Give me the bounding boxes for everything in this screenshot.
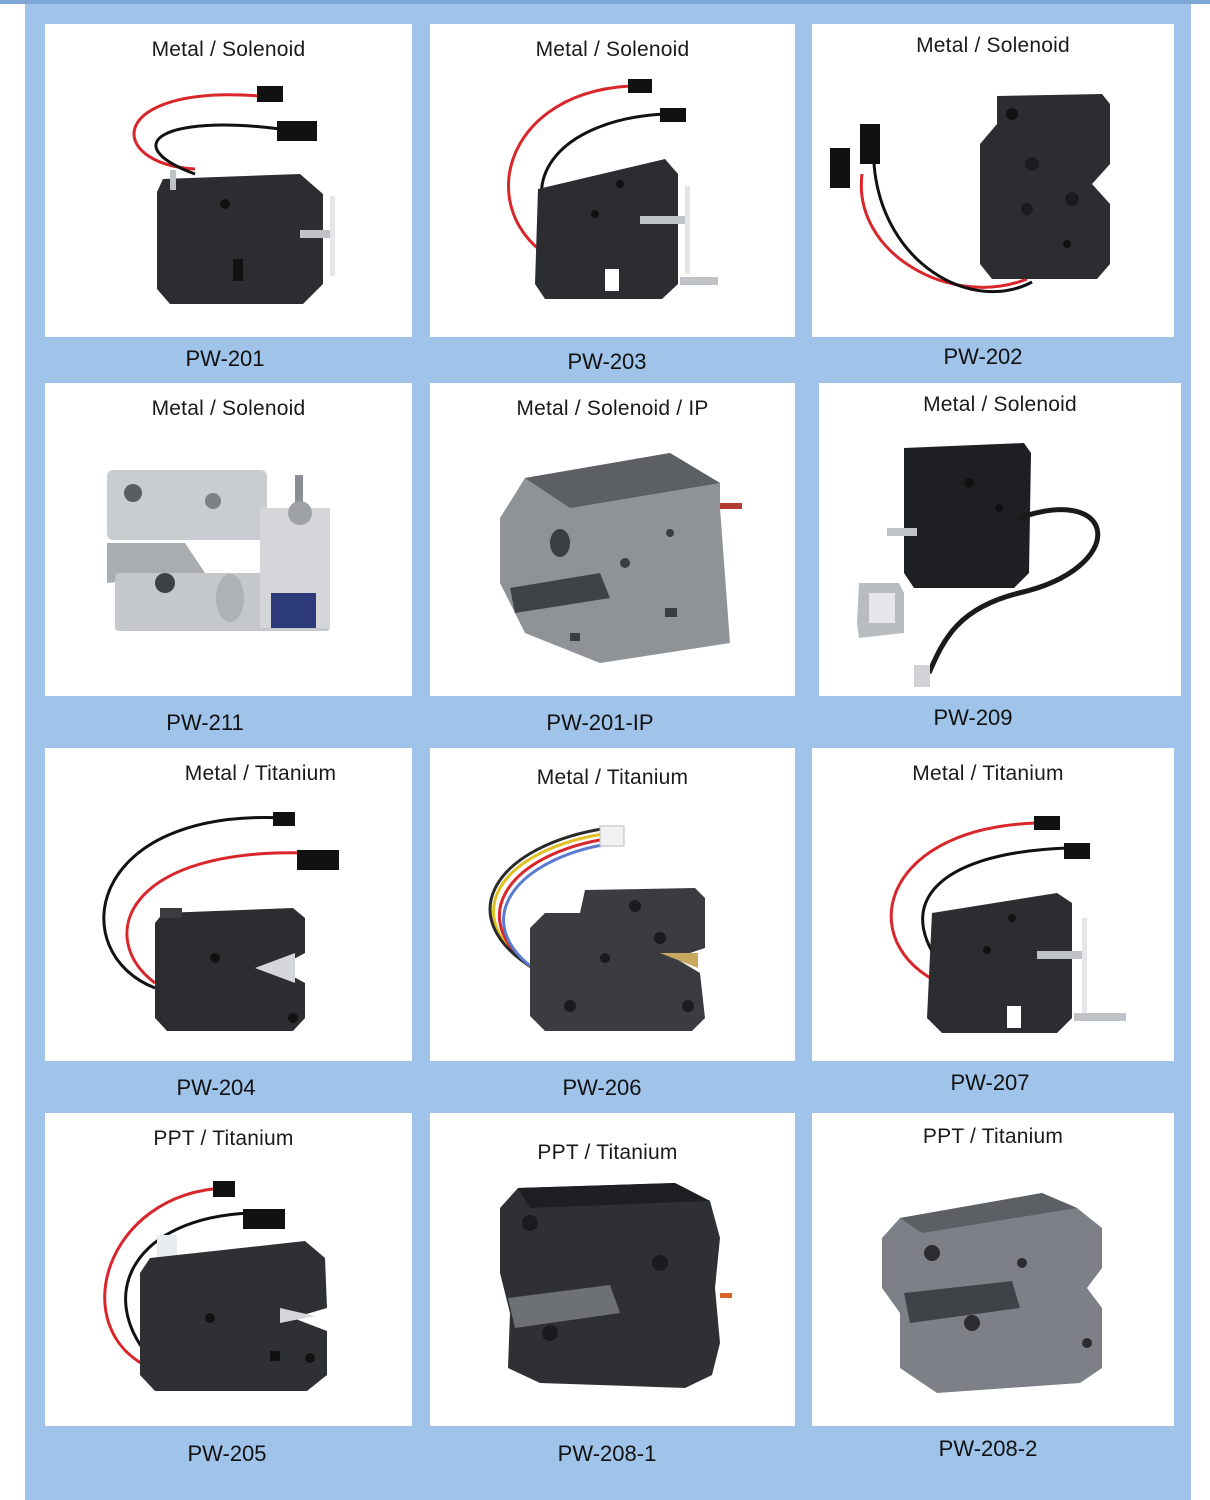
model-label: PW-206: [562, 1075, 642, 1100]
material-label: Metal / Titanium: [536, 766, 689, 789]
product-card-pw-201-ip[interactable]: Metal / Solenoid / IP: [430, 383, 795, 696]
material-label: Metal / Solenoid: [151, 397, 306, 420]
black-solenoid-lock-image: [830, 94, 1110, 293]
black-solenoid-lock-image: [507, 79, 718, 299]
black-solenoid-lock-image: [889, 816, 1126, 1033]
model-label: PW-204: [176, 1075, 256, 1100]
model-label: PW-208-2: [938, 1436, 1038, 1461]
model-label: PW-202: [943, 344, 1023, 369]
material-label: PPT / Titanium: [922, 1125, 1064, 1148]
model-label: PW-203: [567, 349, 647, 374]
product-card-pw-209[interactable]: Metal / Solenoid: [819, 383, 1181, 696]
material-label: Metal / Solenoid / IP: [516, 397, 709, 420]
material-label: Metal / Titanium: [184, 762, 337, 785]
model-label: PW-211: [166, 710, 244, 735]
black-plastic-lock-image: [103, 1181, 327, 1391]
model-label: PW-201-IP: [546, 710, 654, 735]
product-grid: Metal / Solenoid PW-201 Metal / Solenoid: [25, 4, 1191, 1500]
product-card-pw-206[interactable]: Metal / Titanium: [430, 748, 795, 1061]
material-label: Metal / Titanium: [912, 762, 1064, 785]
product-card-pw-201[interactable]: Metal / Solenoid: [45, 24, 412, 337]
grey-ip-lock-image: [500, 453, 742, 663]
material-label: Metal / Solenoid: [151, 38, 306, 61]
silver-metal-lock-image: [107, 470, 330, 631]
top-border: [0, 0, 1210, 4]
grey-ip-lock-image: [882, 1193, 1102, 1393]
product-card-pw-207[interactable]: Metal / Titanium: [812, 748, 1174, 1061]
black-plastic-lock-image: [500, 1183, 732, 1388]
black-solenoid-lock-image: [488, 825, 705, 1031]
material-label: PPT / Titanium: [153, 1127, 294, 1150]
material-label: Metal / Solenoid: [535, 38, 690, 61]
model-label: PW-208-1: [557, 1441, 657, 1466]
product-card-pw-211[interactable]: Metal / Solenoid: [45, 383, 412, 696]
material-label: Metal / Solenoid: [916, 34, 1070, 57]
product-card-pw-208-1[interactable]: PPT / Titanium: [430, 1113, 795, 1426]
material-label: PPT / Titanium: [537, 1141, 678, 1164]
model-label: PW-207: [950, 1070, 1030, 1095]
product-card-pw-204[interactable]: Metal / Titanium: [45, 748, 412, 1061]
black-solenoid-lock-image: [857, 443, 1101, 687]
black-solenoid-lock-image: [132, 86, 335, 304]
black-solenoid-lock-image: [102, 812, 339, 1031]
product-card-pw-202[interactable]: Metal / Solenoid: [812, 24, 1174, 337]
model-label: PW-205: [187, 1441, 267, 1466]
material-label: Metal / Solenoid: [923, 393, 1077, 416]
model-label: PW-209: [933, 705, 1013, 730]
product-card-pw-208-2[interactable]: PPT / Titanium: [812, 1113, 1174, 1426]
model-label: PW-201: [185, 346, 265, 371]
product-card-pw-205[interactable]: PPT / Titanium: [45, 1113, 412, 1426]
product-card-pw-203[interactable]: Metal / Solenoid: [430, 24, 795, 337]
